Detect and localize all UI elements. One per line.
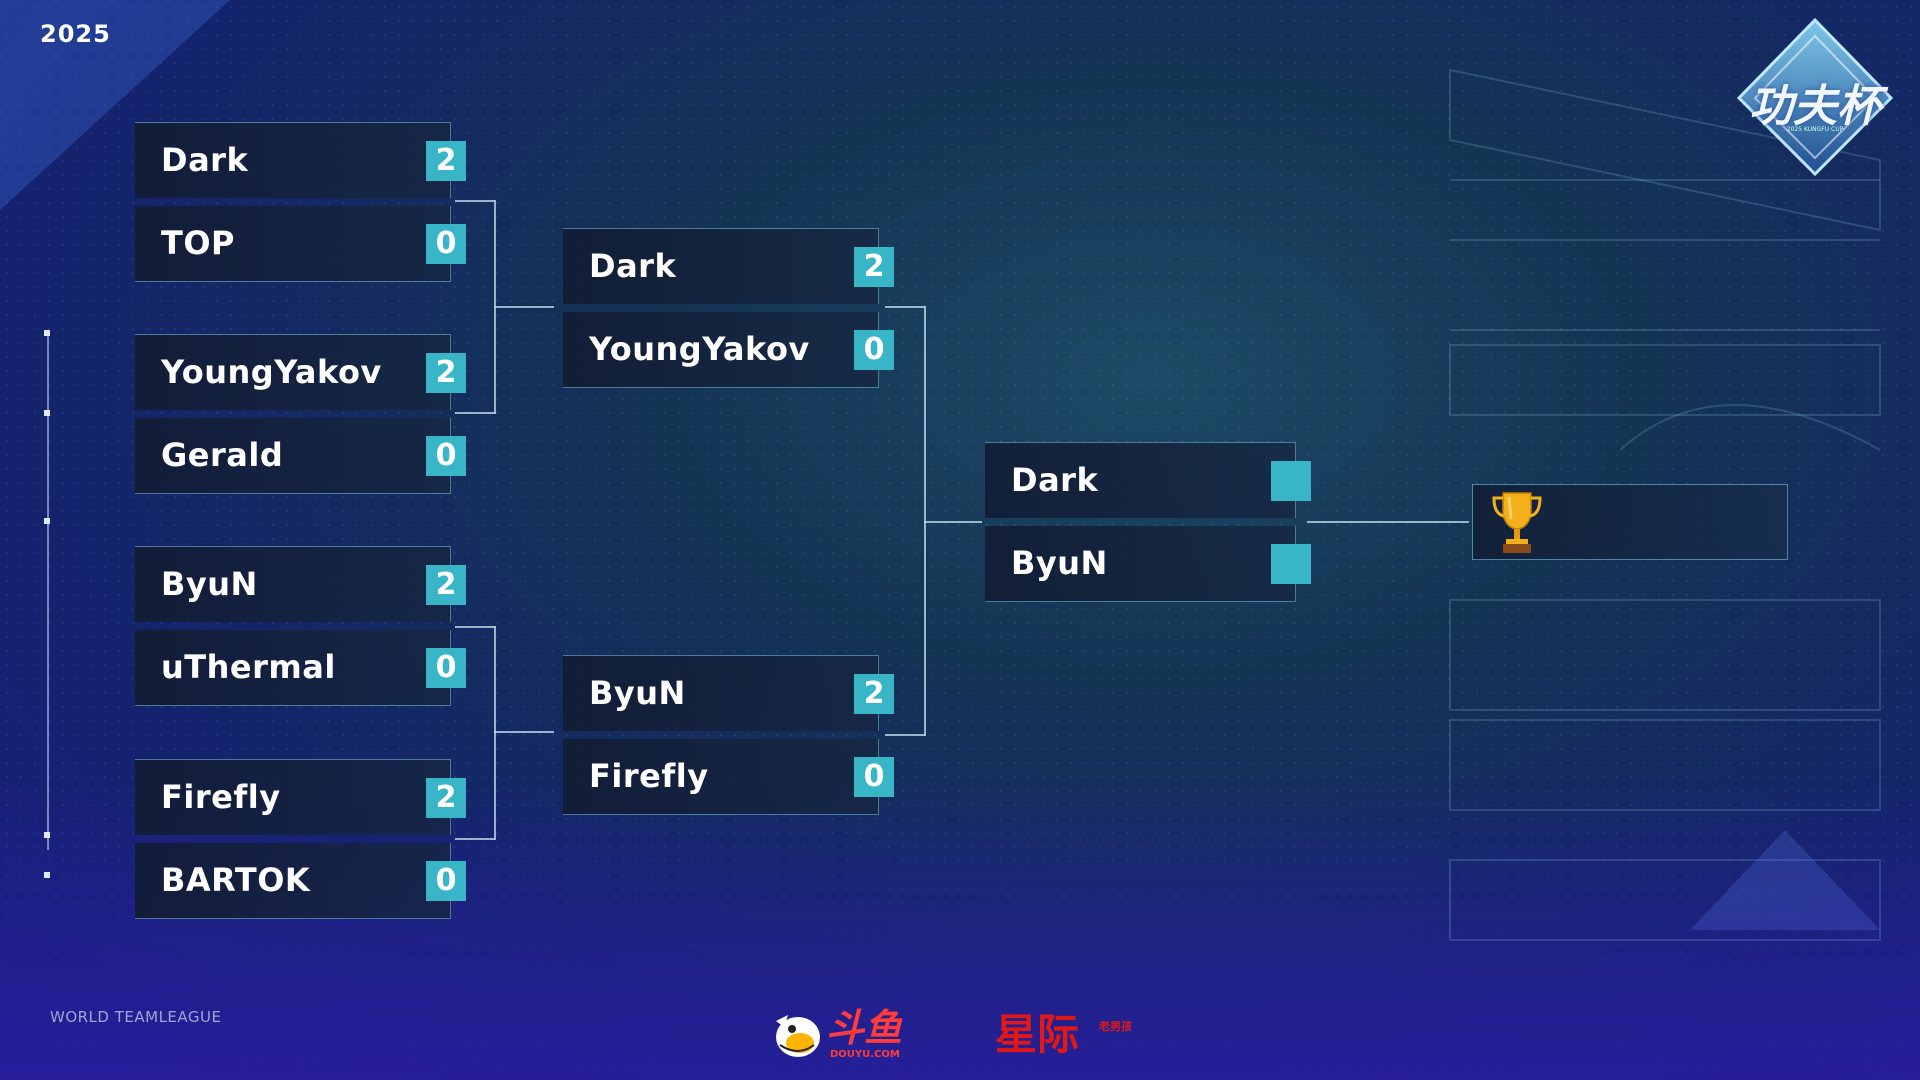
score-badge: 0 — [426, 224, 466, 264]
player-name: ByuN — [1011, 544, 1108, 582]
player-name: ByuN — [161, 565, 258, 603]
xingji-name: 星际 — [995, 1010, 1080, 1059]
player-name: ByuN — [589, 674, 686, 712]
player-name: Gerald — [161, 436, 284, 474]
player-name: YoungYakov — [161, 353, 382, 391]
r1-m3-top-slot[interactable]: ByuN 2 — [135, 546, 466, 622]
score-badge: 2 — [426, 565, 466, 605]
r1-m2-bottom-slot[interactable]: Gerald 0 — [135, 418, 466, 494]
kungfu-cup-logo: 功夫杯 2025 KUNGFU CUP — [1735, 17, 1895, 178]
rail-marker — [44, 832, 50, 838]
score-badge: 2 — [854, 247, 894, 287]
logo-subtitle: 2025 KUNGFU CUP — [1786, 126, 1844, 133]
bracket-line — [885, 306, 925, 308]
year-label: 2025 — [40, 20, 111, 48]
douyu-sponsor-logo: 斗鱼 DOUYU.COM — [770, 1005, 920, 1065]
player-name: uThermal — [161, 648, 336, 686]
score-badge: 0 — [426, 648, 466, 688]
player-name: Dark — [161, 141, 249, 179]
logo-title: 功夫杯 — [1749, 81, 1881, 132]
bracket-line — [455, 838, 495, 840]
champion-slot[interactable] — [1472, 484, 1788, 560]
final-bottom-slot[interactable]: ByuN — [985, 526, 1311, 602]
player-name: TOP — [161, 224, 235, 262]
r1-m4-bottom-slot[interactable]: BARTOK 0 — [135, 843, 466, 919]
rail-marker — [44, 872, 50, 878]
score-badge — [1271, 461, 1311, 501]
rail-marker — [44, 410, 50, 416]
score-badge: 2 — [426, 141, 466, 181]
bracket-line — [494, 306, 554, 308]
player-name: Dark — [1011, 461, 1099, 499]
footer-league-label: WORLD TEAMLEAGUE — [50, 1008, 222, 1026]
r1-m2-top-slot[interactable]: YoungYakov 2 — [135, 334, 466, 410]
score-badge: 2 — [426, 778, 466, 818]
rail-marker — [44, 518, 50, 524]
bracket-line — [924, 521, 982, 523]
rail-marker — [44, 330, 50, 336]
score-badge — [1271, 544, 1311, 584]
score-badge: 0 — [426, 436, 466, 476]
trophy-icon — [1492, 492, 1542, 553]
r2-m2-bottom-slot[interactable]: Firefly 0 — [563, 739, 894, 815]
r2-m1-bottom-slot[interactable]: YoungYakov 0 — [563, 312, 894, 388]
bracket-line — [494, 626, 496, 840]
xingji-sponsor-logo: 星际 老男孩 — [995, 1010, 1155, 1066]
bracket-line — [885, 734, 925, 736]
player-name: BARTOK — [161, 861, 311, 899]
player-name: Firefly — [589, 757, 709, 795]
score-badge: 0 — [426, 861, 466, 901]
douyu-url: DOUYU.COM — [830, 1049, 900, 1060]
r2-m2-top-slot[interactable]: ByuN 2 — [563, 655, 894, 731]
fish-mascot-icon — [776, 1015, 820, 1057]
bracket-line — [1307, 521, 1469, 523]
r1-m3-bottom-slot[interactable]: uThermal 0 — [135, 630, 466, 706]
r1-m1-bottom-slot[interactable]: TOP 0 — [135, 206, 466, 282]
left-rail-line — [47, 330, 49, 850]
score-badge: 2 — [854, 674, 894, 714]
r2-m1-top-slot[interactable]: Dark 2 — [563, 228, 894, 304]
logo-diamond-icon — [1736, 17, 1894, 177]
score-badge: 0 — [854, 330, 894, 370]
douyu-name: 斗鱼 — [826, 1006, 903, 1050]
bracket-line — [455, 412, 495, 414]
xingji-tag: 老男孩 — [1099, 1020, 1132, 1033]
score-badge: 2 — [426, 353, 466, 393]
r1-m1-top-slot[interactable]: Dark 2 — [135, 122, 466, 198]
bracket-line — [455, 200, 495, 202]
final-top-slot[interactable]: Dark — [985, 442, 1311, 518]
player-name: YoungYakov — [589, 330, 810, 368]
r1-m4-top-slot[interactable]: Firefly 2 — [135, 759, 466, 835]
bracket-line — [494, 731, 554, 733]
bracket-line — [455, 626, 495, 628]
player-name: Firefly — [161, 778, 281, 816]
player-name: Dark — [589, 247, 677, 285]
score-badge: 0 — [854, 757, 894, 797]
